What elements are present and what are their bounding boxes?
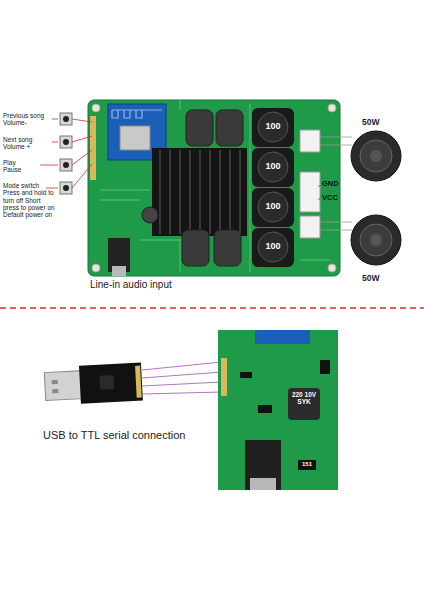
leader-line xyxy=(142,362,222,394)
callout-text: Next song Volume + xyxy=(3,136,55,151)
inductor xyxy=(252,108,294,147)
usb-ttl-adapter xyxy=(44,363,143,406)
push-button xyxy=(60,182,72,194)
component-marking: 100 xyxy=(252,121,294,131)
power-rating: 50W xyxy=(362,118,392,128)
button-cap xyxy=(63,162,69,168)
smd-part xyxy=(320,360,330,374)
speaker-dome xyxy=(370,234,382,246)
mounting-hole xyxy=(92,264,100,272)
callout-text: Play Pause xyxy=(3,159,25,174)
pcb-closeup xyxy=(218,330,338,490)
capacitor xyxy=(288,388,320,420)
adapter-board xyxy=(79,363,143,404)
component-marking: 100 xyxy=(252,241,294,251)
module-shield xyxy=(120,126,150,150)
capacitor xyxy=(182,230,209,266)
inductor xyxy=(252,188,294,227)
adapter-chip xyxy=(100,375,115,390)
pcb-board xyxy=(88,100,340,276)
jack-socket xyxy=(250,478,276,490)
caption-text: USB to TTL serial connection xyxy=(43,429,213,441)
small-capacitor xyxy=(142,207,158,223)
mounting-hole xyxy=(328,264,336,272)
screw-terminal xyxy=(300,130,320,152)
push-button xyxy=(60,159,72,171)
component-marking: 100 xyxy=(252,161,294,171)
push-button xyxy=(60,113,72,125)
caption-text: Line-in audio input xyxy=(90,279,230,290)
component-marking: 220 10V SYK xyxy=(290,391,318,406)
capacitor xyxy=(216,110,243,146)
speaker-wire xyxy=(320,137,352,230)
power-rating: 50W xyxy=(362,274,392,284)
inductor xyxy=(252,228,294,267)
component-marking: 151 xyxy=(298,461,316,468)
callout-text: Mode switch Press and hold to turn off S… xyxy=(3,182,57,218)
speaker-cone xyxy=(360,140,392,172)
pcb-trace xyxy=(100,100,330,272)
push-button xyxy=(60,136,72,148)
audio-jack xyxy=(245,440,281,490)
pin-name: VCC xyxy=(322,194,352,202)
speaker-dome xyxy=(370,150,382,162)
divider-line xyxy=(0,307,424,309)
header-pins xyxy=(221,358,227,396)
antenna-trace xyxy=(112,110,162,118)
screw-terminal xyxy=(300,216,320,238)
heatsink xyxy=(152,148,247,236)
button-cap xyxy=(63,185,69,191)
jack-socket xyxy=(112,266,126,276)
speaker xyxy=(351,131,401,181)
adapter-pins xyxy=(135,366,142,398)
button-cap xyxy=(63,116,69,122)
component-marking: 100 xyxy=(252,201,294,211)
mounting-hole xyxy=(328,104,336,112)
speaker-cone xyxy=(360,224,392,256)
mounting-hole xyxy=(92,104,100,112)
screw-terminal xyxy=(300,172,320,212)
capacitor xyxy=(186,110,213,146)
power-wire xyxy=(318,186,320,199)
usb-plug-hole xyxy=(52,380,58,384)
smd-part xyxy=(240,372,252,378)
usb-plug xyxy=(44,371,83,401)
resistor xyxy=(298,460,316,470)
smd-part xyxy=(258,405,272,413)
button-cap xyxy=(63,139,69,145)
callout-text: Previous song Volume- xyxy=(3,112,55,127)
heatsink-fins xyxy=(160,150,240,234)
bluetooth-module xyxy=(255,330,310,344)
leader-line xyxy=(40,119,92,188)
inductor xyxy=(252,148,294,187)
usb-plug-hole xyxy=(52,389,58,393)
speaker xyxy=(351,215,401,265)
capacitor xyxy=(214,230,241,266)
pin-name: GND xyxy=(322,180,352,188)
header-pins xyxy=(90,116,96,180)
